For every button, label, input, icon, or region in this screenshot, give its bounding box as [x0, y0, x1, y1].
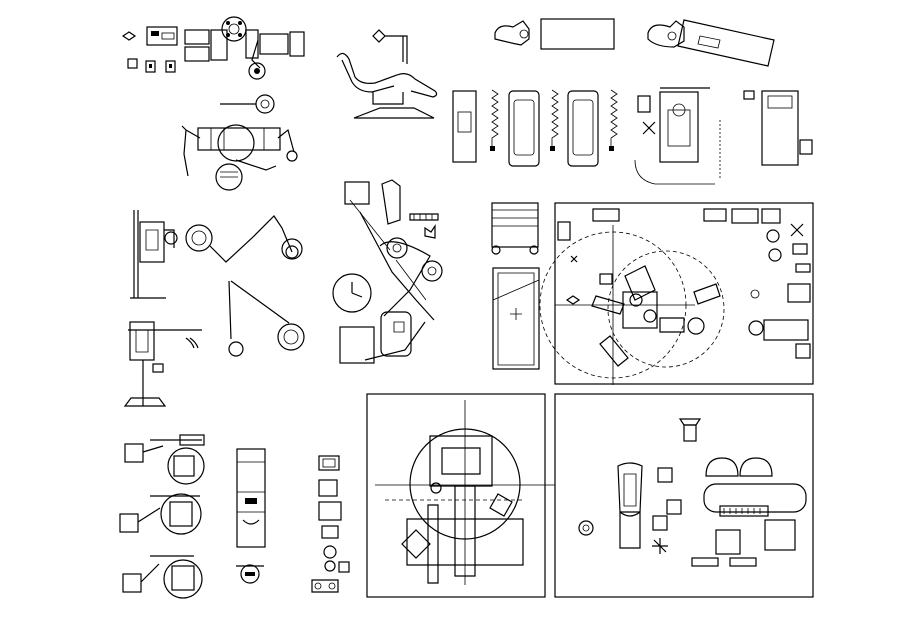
tray-icon — [494, 18, 775, 67]
dental-unit-icon — [121, 16, 305, 80]
table-icon — [452, 87, 813, 185]
articulated-arm-icon — [181, 94, 298, 191]
xray-unit-icon — [123, 210, 202, 407]
cabinet-icon — [236, 448, 266, 584]
room-layout-icon — [366, 393, 555, 598]
lamp-arm-icon — [185, 215, 305, 357]
dental-chair-icon — [336, 29, 438, 119]
chair-plan-icon — [332, 179, 443, 364]
clinic-layout-icon — [554, 393, 814, 598]
fixture-icon — [311, 455, 350, 593]
room-layout-icon — [539, 202, 814, 385]
stretcher-icon — [491, 202, 540, 370]
lamp-head-icon — [119, 434, 205, 599]
